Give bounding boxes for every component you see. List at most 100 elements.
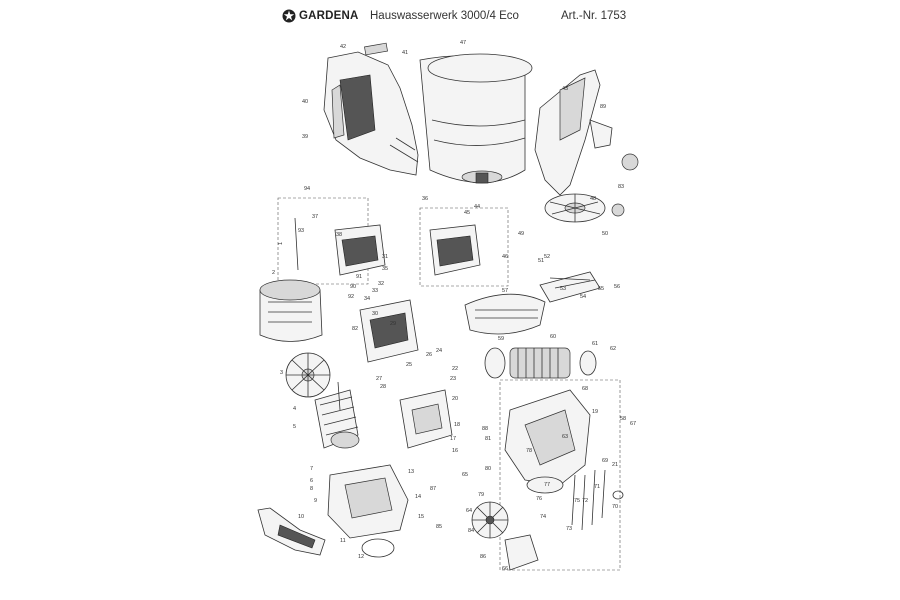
label-41: 41 bbox=[402, 50, 408, 56]
label-7: 7 bbox=[310, 466, 313, 472]
pump-body-part bbox=[399, 389, 453, 449]
label-1: 1 bbox=[278, 242, 284, 245]
label-18: 18 bbox=[454, 422, 460, 428]
switch-box-part bbox=[334, 224, 386, 276]
housing-left-part bbox=[323, 42, 419, 176]
label-14: 14 bbox=[415, 494, 421, 500]
connector-part bbox=[539, 271, 601, 303]
label-80: 80 bbox=[485, 466, 491, 472]
label-39: 39 bbox=[302, 134, 308, 140]
label-89: 89 bbox=[600, 104, 606, 110]
switch-box-center-part bbox=[429, 224, 481, 276]
brand-name: GARDENA bbox=[299, 10, 359, 22]
label-88: 88 bbox=[482, 426, 488, 432]
label-61: 61 bbox=[592, 341, 598, 347]
label-12: 12 bbox=[358, 554, 364, 560]
page-header: GARDENA Hauswasserwerk 3000/4 Eco Art.-N… bbox=[0, 0, 900, 40]
label-74: 74 bbox=[540, 514, 546, 520]
label-38: 38 bbox=[336, 232, 342, 238]
label-72: 72 bbox=[582, 498, 588, 504]
label-43: 43 bbox=[562, 86, 568, 92]
label-13: 13 bbox=[408, 469, 414, 475]
label-36: 36 bbox=[422, 196, 428, 202]
label-81: 81 bbox=[485, 436, 491, 442]
label-83: 83 bbox=[618, 184, 624, 190]
label-19: 19 bbox=[592, 409, 598, 415]
label-15: 15 bbox=[418, 514, 424, 520]
label-10: 10 bbox=[298, 514, 304, 520]
label-87: 87 bbox=[430, 486, 436, 492]
label-6: 6 bbox=[310, 478, 313, 484]
label-31: 31 bbox=[382, 254, 388, 260]
label-46: 46 bbox=[502, 254, 508, 260]
label-49: 49 bbox=[518, 231, 524, 237]
group-boundary-right bbox=[499, 379, 621, 571]
label-45: 45 bbox=[464, 210, 470, 216]
diffuser-part bbox=[504, 534, 539, 571]
label-33: 33 bbox=[372, 288, 378, 294]
label-60: 60 bbox=[550, 334, 556, 340]
screws-group bbox=[571, 469, 606, 531]
label-40: 40 bbox=[302, 99, 308, 105]
exploded-parts-diagram: 1 2 3 4 5 6 7 8 9 10 11 12 13 14 15 16 1… bbox=[257, 40, 639, 572]
label-27: 27 bbox=[376, 376, 382, 382]
label-77: 77 bbox=[544, 482, 550, 488]
brand: GARDENA bbox=[282, 9, 359, 23]
article-number: Art.-Nr. 1753 bbox=[561, 10, 627, 22]
knob-part bbox=[621, 153, 639, 171]
product-title: Hauswasserwerk 3000/4 Eco bbox=[370, 10, 519, 22]
motor-cover-part bbox=[259, 279, 323, 342]
label-76: 76 bbox=[536, 496, 542, 502]
group-boundary-center bbox=[419, 207, 509, 287]
label-44: 44 bbox=[474, 204, 480, 210]
label-71: 71 bbox=[594, 484, 600, 490]
label-47: 47 bbox=[460, 40, 466, 46]
label-11: 11 bbox=[340, 538, 346, 544]
label-51: 51 bbox=[538, 258, 544, 264]
label-70: 70 bbox=[612, 504, 618, 510]
label-82: 82 bbox=[352, 326, 358, 332]
label-2: 2 bbox=[272, 270, 275, 276]
label-90: 90 bbox=[350, 284, 356, 290]
label-9: 9 bbox=[314, 498, 317, 504]
label-25: 25 bbox=[406, 362, 412, 368]
label-17: 17 bbox=[450, 436, 456, 442]
label-54: 54 bbox=[580, 294, 586, 300]
label-56: 56 bbox=[614, 284, 620, 290]
label-4: 4 bbox=[293, 406, 296, 412]
label-8: 8 bbox=[310, 486, 313, 492]
label-16: 16 bbox=[452, 448, 458, 454]
label-35: 35 bbox=[382, 266, 388, 272]
label-22: 22 bbox=[452, 366, 458, 372]
label-26: 26 bbox=[426, 352, 432, 358]
label-30: 30 bbox=[372, 311, 378, 317]
label-59: 59 bbox=[498, 336, 504, 342]
label-69: 69 bbox=[602, 458, 608, 464]
pump-housing-part bbox=[504, 389, 591, 494]
label-3: 3 bbox=[280, 370, 283, 376]
label-21: 21 bbox=[612, 462, 618, 468]
seal-ring-part bbox=[361, 538, 395, 558]
label-24: 24 bbox=[436, 348, 442, 354]
filter-housing-part bbox=[464, 293, 546, 335]
label-86: 86 bbox=[480, 554, 486, 560]
label-65: 65 bbox=[462, 472, 468, 478]
bottom-cover-part bbox=[257, 507, 326, 556]
label-52: 52 bbox=[544, 254, 550, 260]
label-20: 20 bbox=[452, 396, 458, 402]
label-58: 58 bbox=[620, 416, 626, 422]
impeller-part bbox=[471, 501, 509, 539]
pressure-tank-part bbox=[419, 53, 533, 184]
label-23: 23 bbox=[450, 376, 456, 382]
gardena-logo-icon bbox=[282, 9, 296, 23]
label-79: 79 bbox=[478, 492, 484, 498]
motor-part bbox=[314, 389, 360, 449]
label-28: 28 bbox=[380, 384, 386, 390]
label-93: 93 bbox=[298, 228, 304, 234]
label-63: 63 bbox=[562, 434, 568, 440]
label-55: 55 bbox=[598, 286, 604, 292]
shaft-lines bbox=[294, 217, 341, 411]
label-84: 84 bbox=[468, 528, 474, 534]
part-number-labels: 1 2 3 4 5 6 7 8 9 10 11 12 13 14 15 16 1… bbox=[272, 40, 636, 572]
label-57: 57 bbox=[502, 288, 508, 294]
